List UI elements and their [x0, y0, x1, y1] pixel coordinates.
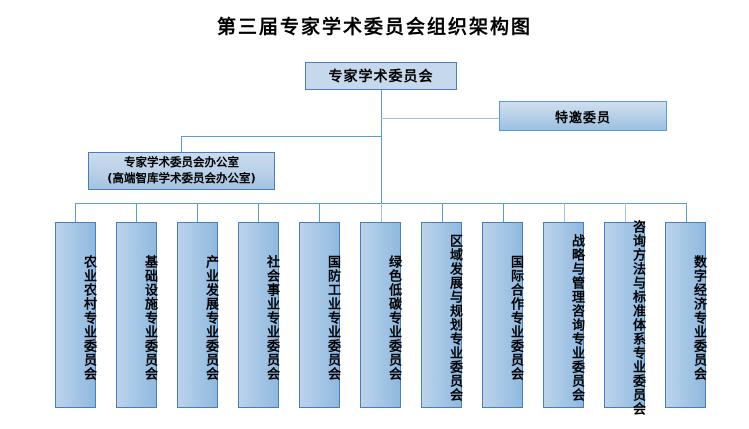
connector-committee-stem-7: [442, 203, 443, 222]
node-root-label: 专家学术委员会: [328, 69, 434, 85]
node-expert-academic-committee[interactable]: 专家学术委员会: [305, 62, 457, 90]
committee-label: 农业农村专业委员会: [81, 255, 96, 381]
committee-label: 产业发展专业委员会: [203, 255, 218, 381]
committee-label: 咨询方法与标准体系专业委员会: [630, 220, 645, 416]
node-committee-consulting-methods-standards[interactable]: 咨询方法与标准体系专业委员会: [604, 220, 645, 416]
committee-label: 绿色低碳专业委员会: [386, 255, 401, 381]
connector-committee-stem-8: [503, 203, 504, 222]
node-committee-industrial-development[interactable]: 产业发展专业委员会: [177, 222, 218, 408]
committee-label: 社会事业专业委员会: [264, 255, 279, 381]
connector-committee-stem-5: [319, 203, 320, 222]
committee-label: 区域发展与规划专业委员会: [447, 234, 462, 402]
committee-label: 数字经济专业委员会: [691, 255, 706, 381]
connector-committee-stem-1: [75, 203, 76, 222]
node-committee-national-defense-industry[interactable]: 国防工业专业委员会: [299, 222, 340, 408]
committee-label: 基础设施专业委员会: [142, 255, 157, 381]
node-committee-regional-development-planning[interactable]: 区域发展与规划专业委员会: [421, 222, 462, 408]
connector-committee-stem-2: [136, 203, 137, 222]
connector-root-trunk: [381, 90, 382, 204]
node-committee-social-undertakings[interactable]: 社会事业专业委员会: [238, 222, 279, 408]
connector-committee-stem-3: [197, 203, 198, 222]
committee-label: 国防工业专业委员会: [325, 255, 340, 381]
node-invited-label: 特邀委员: [554, 110, 611, 126]
connector-committee-stem-9: [564, 203, 565, 222]
connector-committee-stem-4: [258, 203, 259, 222]
connector-to-invited: [381, 118, 499, 119]
connector-committee-stem-10: [625, 203, 626, 222]
node-committee-strategy-management-consulting[interactable]: 战略与管理咨询专业委员会: [543, 222, 584, 408]
node-committee-green-low-carbon[interactable]: 绿色低碳专业委员会: [360, 222, 401, 408]
connector-to-office-horizontal: [181, 136, 382, 137]
node-invited-members[interactable]: 特邀委员: [499, 101, 667, 131]
node-committee-digital-economy[interactable]: 数字经济专业委员会: [665, 222, 706, 408]
node-committee-agriculture-rural[interactable]: 农业农村专业委员会: [55, 222, 96, 408]
connector-committee-stem-11: [686, 203, 687, 222]
committee-label: 战略与管理咨询专业委员会: [569, 234, 584, 402]
node-office-label-line1: 专家学术委员会办公室: [124, 155, 239, 170]
committee-label: 国际合作专业委员会: [508, 255, 523, 381]
chart-title: 第三届专家学术委员会组织架构图: [216, 16, 532, 38]
connector-to-office-vertical: [181, 136, 182, 152]
node-committee-international-cooperation[interactable]: 国际合作专业委员会: [482, 222, 523, 408]
connector-committee-stem-6: [381, 203, 382, 222]
node-committee-office[interactable]: 专家学术委员会办公室 (高端智库学术委员会办公室): [88, 152, 275, 190]
node-office-label-line2: (高端智库学术委员会办公室): [107, 171, 256, 185]
node-committee-infrastructure[interactable]: 基础设施专业委员会: [116, 222, 157, 408]
